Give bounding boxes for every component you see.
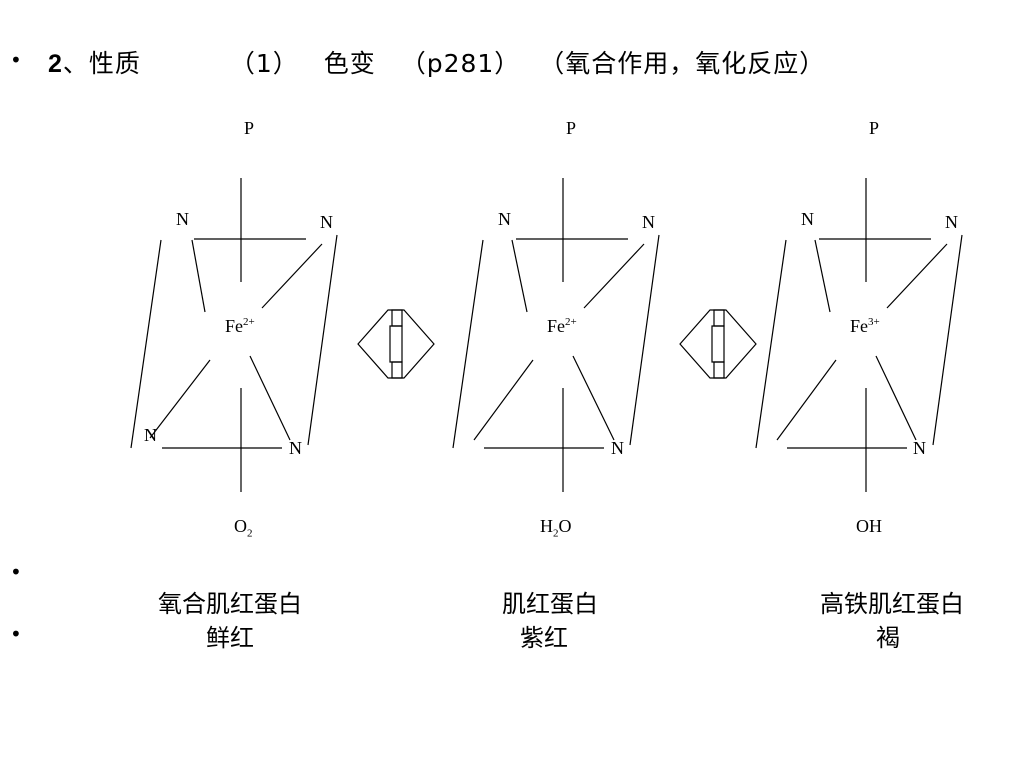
s1-p-label: P (244, 118, 255, 138)
s3-fe-charge: 3+ (868, 316, 880, 328)
reversible-arrow-icon (357, 309, 403, 379)
s1-n-bottom-left: N (144, 425, 157, 445)
bullet-1: • (10, 48, 22, 72)
s3-n-top-right: N (945, 212, 958, 232)
s2-n-bottom-right: N (611, 438, 624, 458)
s2-ligand: H2O (540, 516, 572, 540)
s3-color: 褐 (876, 624, 900, 652)
structure-1-bonds (130, 178, 338, 492)
heading-page-ref: （p281） (400, 49, 521, 78)
s1-n-bottom-right: N (289, 438, 302, 458)
s1-n-top-right: N (320, 212, 333, 232)
s2-name: 肌红蛋白 (502, 590, 598, 618)
s1-color: 鲜红 (206, 624, 254, 652)
s2-n-top-left: N (498, 209, 511, 229)
structure-3-bonds (755, 178, 963, 492)
s3-p-label: P (869, 118, 880, 138)
heading-note: （氧合作用，氧化反应） (539, 49, 826, 78)
heading-number: 2 (48, 50, 63, 78)
reversible-arrow-icon (679, 309, 725, 379)
s3-n-bottom-right: N (913, 438, 926, 458)
s1-ligand: O2 (234, 516, 253, 540)
s2-fe-label: Fe2+ (547, 316, 577, 336)
s2-p-label: P (566, 118, 577, 138)
bullet-2: • (10, 560, 22, 584)
s2-n-top-right: N (642, 212, 655, 232)
s1-n-top-left: N (176, 209, 189, 229)
s1-fe-charge: 2+ (243, 316, 255, 328)
s3-fe-label: Fe3+ (850, 316, 880, 336)
s2-color: 紫红 (520, 624, 568, 652)
s1-name: 氧合肌红蛋白 (158, 590, 302, 618)
s3-ligand: OH (856, 516, 882, 536)
s1-fe-label: Fe2+ (225, 316, 255, 336)
heading-topic: 、性质 (62, 49, 141, 78)
structure-2-bonds (452, 178, 660, 492)
s2-fe-charge: 2+ (565, 316, 577, 328)
bullet-3: • (10, 622, 22, 646)
heading-item: （1） (229, 49, 299, 78)
s3-n-top-left: N (801, 209, 814, 229)
s3-name: 高铁肌红蛋白 (820, 590, 964, 618)
heading-item-title: 色变 (323, 49, 376, 78)
section-heading: 2、性质 （1） 色变 （p281） （氧合作用，氧化反应） (48, 44, 825, 80)
